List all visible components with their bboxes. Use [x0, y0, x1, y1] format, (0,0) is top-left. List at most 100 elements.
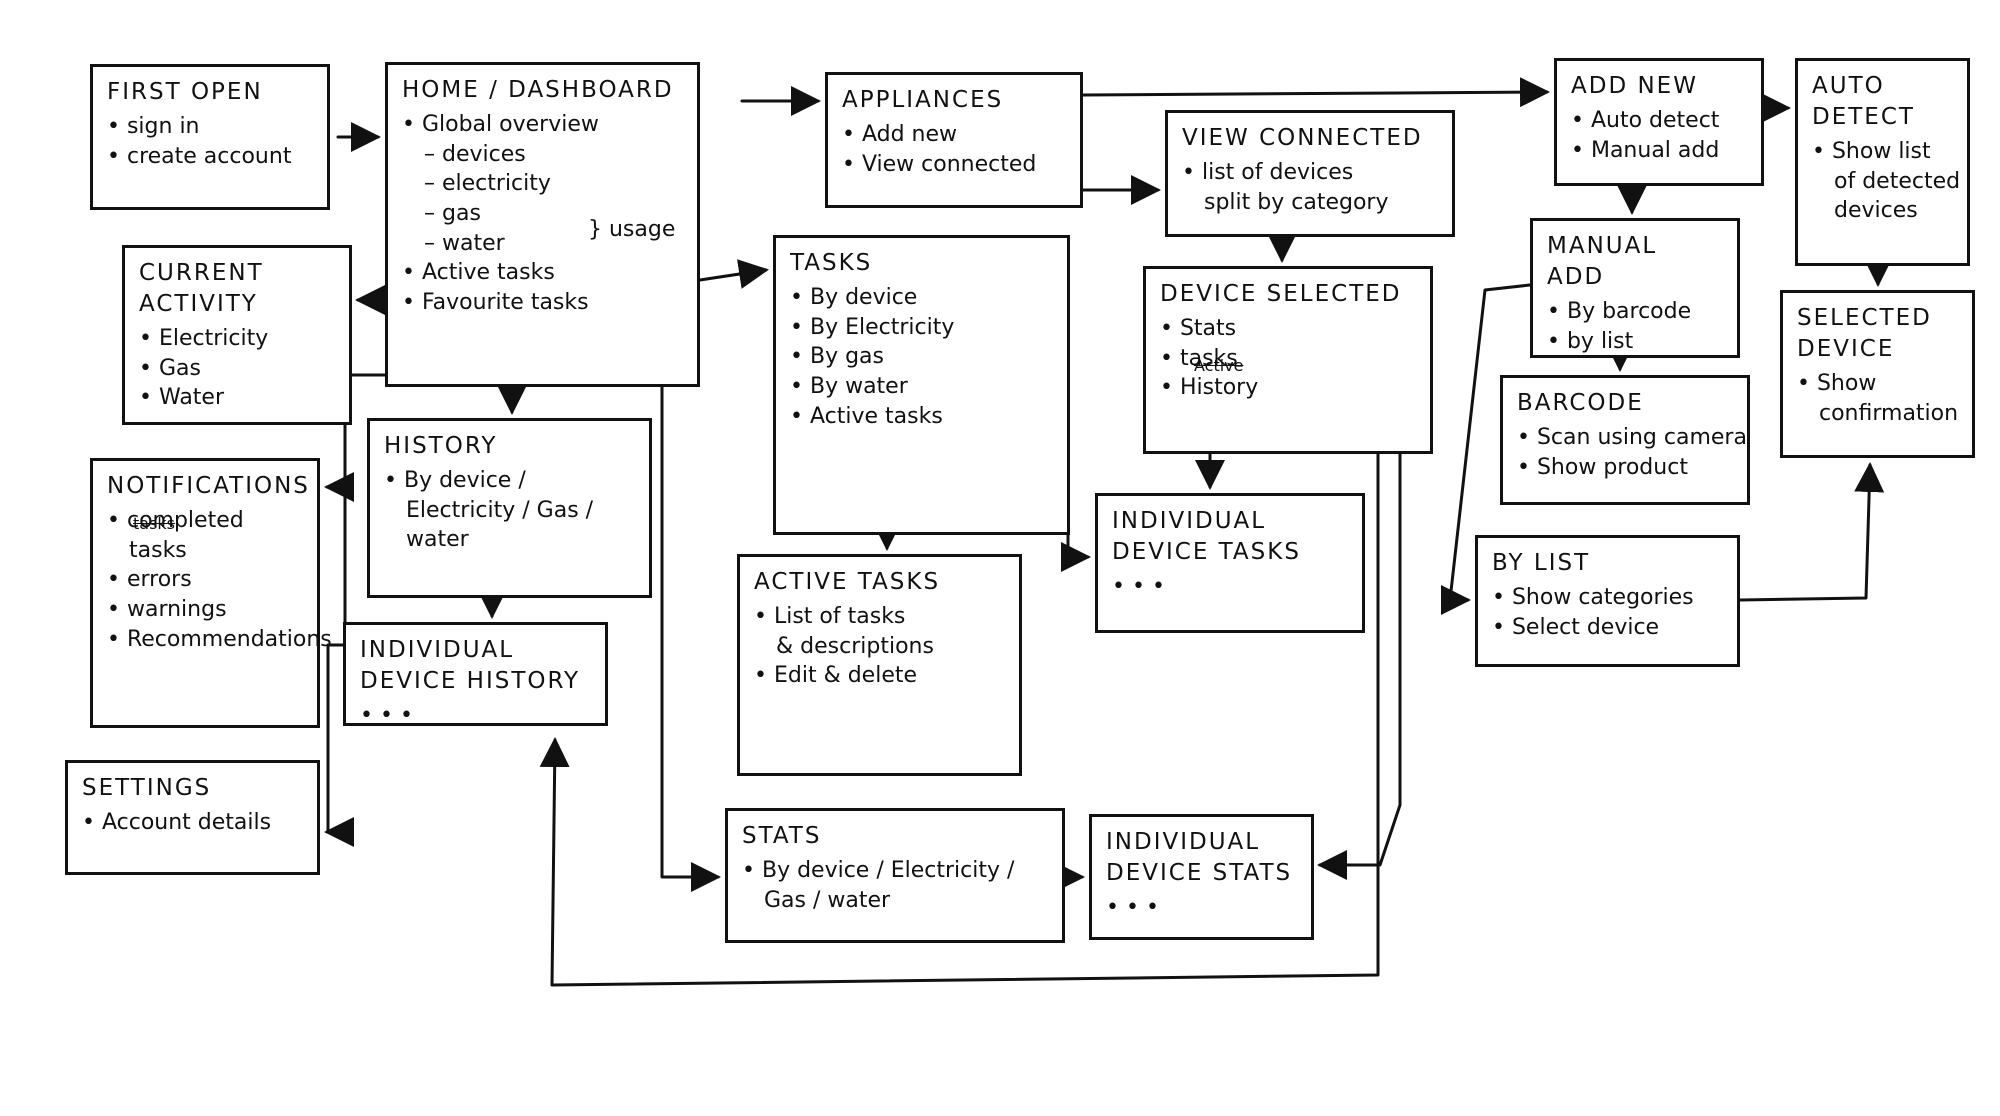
box-item: – gas	[424, 201, 481, 227]
box-item: tasks	[129, 537, 187, 563]
box-item: • sign in	[107, 114, 200, 140]
box-item: • Manual add	[1571, 137, 1720, 163]
box-title: STATS	[742, 823, 822, 849]
box-title: MANUAL ADD	[1547, 233, 1658, 291]
box-history: HISTORY • By device / Electricity / Gas / w…	[367, 418, 652, 598]
box-tasks: TASKS • By device • By Electricity • By gas…	[773, 235, 1070, 535]
box-item: • Electricity	[139, 326, 269, 352]
box-item: • View connected	[842, 151, 1037, 177]
box-title: ADD NEW	[1571, 73, 1698, 99]
box-item: • • •	[360, 703, 413, 729]
box-by-list: BY LIST • Show categories • Select device	[1475, 535, 1740, 667]
box-item: & descriptions	[776, 633, 934, 659]
box-item: • Add new	[842, 122, 958, 148]
box-current-activity: CURRENT ACTIVITY • Electricity • Gas • Wate…	[122, 245, 352, 425]
arrow-manual-add-to-by-list	[1441, 283, 1532, 615]
box-item: • By gas	[790, 344, 884, 370]
box-active-tasks: ACTIVE TASKS • List of tasks & description…	[737, 554, 1022, 776]
box-item: • Account details	[82, 810, 272, 836]
box-title: SELECTED DEVICE	[1797, 305, 1932, 363]
box-item: • By water	[790, 374, 908, 400]
box-item: devices	[1834, 198, 1918, 224]
box-item: • Global overview	[402, 112, 599, 138]
box-item: • By barcode	[1547, 299, 1692, 325]
box-item: • Stats	[1160, 316, 1237, 342]
box-item: • list of devices	[1182, 160, 1354, 186]
box-item: – water	[424, 230, 505, 256]
struck-word: tasks	[133, 514, 176, 533]
box-item: – devices	[424, 141, 526, 167]
box-item: Electricity / Gas /	[406, 497, 594, 523]
box-title: APPLIANCES	[842, 87, 1004, 113]
box-selected-device: SELECTED DEVICE • Show confirmation	[1780, 290, 1975, 458]
box-item: • Gas	[139, 355, 201, 381]
box-item: • Auto detect	[1571, 108, 1720, 134]
box-add-new: ADD NEW • Auto detect • Manual add	[1554, 58, 1764, 186]
box-title: HOME / DASHBOARD	[402, 77, 674, 103]
box-item: • Active tasks	[790, 403, 943, 429]
box-item: • errors	[107, 567, 192, 593]
box-item: • Recommendations	[107, 626, 332, 652]
box-item: • By device /	[384, 468, 526, 494]
box-item: • Show	[1797, 371, 1877, 397]
box-title: AUTO DETECT	[1812, 73, 1915, 131]
usage-brace-label: } usage	[588, 217, 676, 242]
box-item: • Active tasks	[402, 260, 555, 286]
box-item: • • •	[1106, 895, 1159, 921]
box-item: • Show list	[1812, 139, 1931, 165]
box-item: • Edit & delete	[754, 663, 918, 689]
box-title: TASKS	[790, 250, 873, 276]
box-auto-detect: AUTO DETECT • Show list of detected devices	[1795, 58, 1970, 266]
line-loop-to-individual-history	[539, 452, 1380, 987]
box-title: BY LIST	[1492, 550, 1591, 576]
box-title: SETTINGS	[82, 775, 212, 801]
box-item: Gas / water	[764, 887, 891, 913]
box-item: of detected	[1834, 168, 1961, 194]
box-individual-device-history: INDIVIDUAL DEVICE HISTORY• • •	[343, 622, 608, 728]
box-item: • By Electricity	[790, 314, 955, 340]
box-stats: STATS • By device / Electricity / Gas / wa…	[725, 808, 1065, 943]
arrow-by-list-to-selected-device	[1738, 462, 1885, 602]
box-item: • warnings	[107, 597, 227, 623]
box-item: • tasks	[1160, 345, 1238, 371]
box-item: • Favourite tasks	[402, 290, 589, 316]
box-item: • Scan using camera	[1517, 425, 1747, 451]
box-title: VIEW CONNECTED	[1182, 125, 1423, 151]
box-individual-device-stats: INDIVIDUAL DEVICE STATS • • •	[1089, 814, 1314, 940]
arrow-home-to-tasks	[698, 259, 769, 289]
box-appliances: APPLIANCES • Add new • View connected	[825, 72, 1083, 208]
box-item: • List of tasks	[754, 604, 906, 630]
box-barcode: BARCODE• Scan using camera• Show product	[1500, 375, 1750, 505]
arrow-appliances-to-add-new	[1081, 77, 1550, 108]
box-item: • By device / Electricity /	[742, 858, 1015, 884]
box-title: INDIVIDUAL DEVICE TASKS	[1112, 508, 1301, 566]
box-item: water	[406, 527, 469, 553]
box-title: HISTORY	[384, 433, 498, 459]
box-title: INDIVIDUAL DEVICE STATS	[1106, 829, 1293, 887]
box-item: • By device	[790, 285, 918, 311]
arrow-home-to-stats	[660, 385, 721, 892]
box-item: confirmation	[1819, 400, 1959, 426]
box-item: • completed	[107, 508, 244, 534]
box-title: BARCODE	[1517, 390, 1644, 416]
box-title: FIRST OPEN	[107, 79, 263, 105]
box-item: • Select device	[1492, 614, 1660, 640]
box-item: split by category	[1204, 189, 1389, 215]
box-title: CURRENT ACTIVITY	[139, 260, 264, 318]
box-item: • create account	[107, 143, 292, 169]
box-title: NOTIFICATIONS	[107, 473, 310, 499]
arrow-device-selected-to-individual-stats	[1317, 452, 1402, 880]
box-title: ACTIVE TASKS	[754, 569, 941, 595]
box-item: • Show categories	[1492, 585, 1694, 611]
box-item: • Water	[139, 385, 225, 411]
box-item: • History	[1160, 375, 1259, 401]
box-title: DEVICE SELECTED	[1160, 281, 1402, 307]
box-item: – electricity	[424, 171, 551, 197]
struck-word: Active	[1194, 356, 1244, 375]
box-settings: SETTINGS • Account details	[65, 760, 320, 875]
box-item: • by list	[1547, 328, 1634, 354]
box-manual-add: MANUAL ADD • By barcode • by list	[1530, 218, 1740, 358]
box-home: HOME / DASHBOARD • Global overview – devic…	[385, 62, 700, 387]
